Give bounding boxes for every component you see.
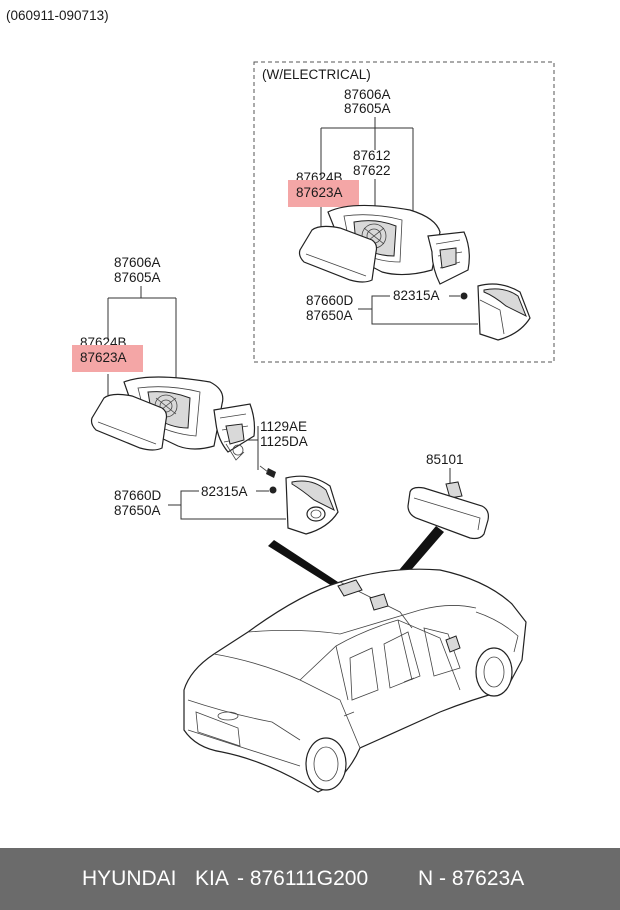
callout-87623A-electrical: 87623A [296, 185, 343, 200]
pointer-outside-mirror [268, 540, 338, 586]
screw-electrical [460, 292, 468, 300]
footer-part-number: - 876111G200 [237, 867, 369, 890]
callout-1129AE: 1129AE [260, 419, 307, 434]
leader-lines-cover-electrical [358, 295, 478, 325]
inside-rearview-mirror [407, 481, 489, 540]
footer-reference: N - 87623A [418, 867, 525, 890]
callout-87605A-electrical: 87605A [344, 101, 391, 116]
callout-87605A: 87605A [114, 270, 161, 285]
electrical-mirror-assembly [298, 204, 470, 285]
callout-87660D-electrical: 87660D [306, 293, 354, 308]
callout-87612: 87612 [353, 148, 391, 163]
highlight-87623A [72, 345, 143, 372]
car-illustration [183, 568, 527, 793]
callout-87660D: 87660D [114, 488, 162, 503]
screw-manual [269, 486, 277, 494]
leader-lines-assembly-electrical [320, 117, 414, 230]
parts-diagram: (060911-090713) (W/ELECTRICAL) 87606A 87… [6, 8, 555, 793]
callout-82315A-electrical: 82315A [393, 288, 440, 303]
leader-lines-bolt [248, 426, 259, 470]
electrical-variant-box [253, 61, 555, 363]
part-info-footer: HYUNDAI KIA - 876111G200 N - 87623A [0, 848, 620, 910]
callout-1125DA: 1125DA [260, 434, 308, 449]
manual-mirror-assembly [90, 376, 256, 461]
callout-87650A: 87650A [114, 503, 161, 518]
highlight-87623A-electrical [288, 180, 359, 207]
leader-lines-assembly [107, 286, 177, 382]
manual-mirror-cover [285, 475, 339, 535]
electrical-box-title: (W/ELECTRICAL) [262, 67, 371, 82]
callout-82315A: 82315A [201, 484, 248, 499]
date-range-label: (060911-090713) [6, 8, 109, 23]
leader-lines-cover [168, 490, 286, 520]
callout-87606A: 87606A [114, 255, 161, 270]
callout-87623A: 87623A [80, 350, 127, 365]
callout-87622: 87622 [353, 163, 391, 178]
callout-85101: 85101 [426, 452, 464, 467]
footer-brand: HYUNDAI [82, 867, 177, 890]
callout-87606A-electrical: 87606A [344, 87, 391, 102]
callout-87650A-electrical: 87650A [306, 308, 353, 323]
electrical-mirror-cover [477, 283, 531, 341]
mounting-bolt [259, 465, 276, 478]
footer-make: KIA [195, 867, 229, 890]
